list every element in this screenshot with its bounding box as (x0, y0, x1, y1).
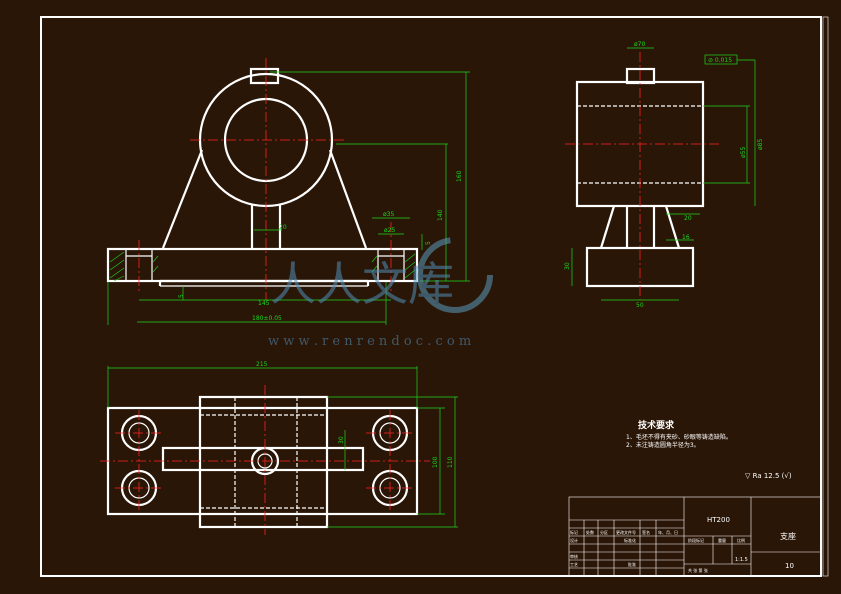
dim-small-5: 5 (178, 294, 185, 298)
material: HT200 (707, 516, 730, 524)
dim-boss-35: ø35 (383, 211, 394, 218)
stage-mark-label: 阶段标记 (688, 537, 704, 543)
tech-title: 技术要求 (638, 419, 675, 431)
top-center-body (198, 395, 329, 529)
scale: 1:1.5 (735, 557, 748, 563)
section-hatch-left (109, 251, 159, 282)
title-block: HT200 支座 1:1.5 10 标记 处数 分区 更改文件号 签名 年、月、… (568, 496, 822, 577)
dim-right-5: 5 (425, 241, 432, 245)
dim-85: ø85 (757, 139, 764, 150)
dim-base-30: 30 (564, 262, 571, 270)
drawing-border (40, 16, 822, 577)
dim-180: 180±0.05 (252, 315, 282, 322)
hdr-date: 年、月、日 (658, 529, 678, 535)
side-view: ø70 ⊘ 0.015 ø55 ø85 20 16 30 50 (564, 41, 764, 309)
frame-edge (822, 16, 829, 577)
dim-hole-25: ø25 (384, 227, 395, 234)
watermark-url: w w w . r e n r e n d o c . c o m (268, 334, 471, 349)
hdr-sign: 签名 (642, 529, 650, 535)
drawing-number: 10 (785, 562, 794, 570)
watermark: 人人文库 w w w . r e n r e n d o c . c o m (268, 237, 493, 349)
hdr-count: 处数 (586, 529, 594, 535)
dim-145: 145 (258, 300, 270, 307)
weight-label: 重量 (718, 537, 726, 543)
tech-line-2: 2、未注铸造圆角半径为3。 (626, 441, 700, 449)
top-view: 215 100 110 30 (100, 361, 458, 535)
hdr-zone: 分区 (600, 529, 608, 535)
section-hatch-right (371, 253, 416, 279)
sheets-label: 共 张 第 张 (688, 567, 708, 573)
tech-requirements: 技术要求 1、毛坯不得有夹砂、砂眼等铸造缺陷。 2、未注铸造圆角半径为3。 ▽ … (626, 419, 792, 480)
top-web-slot (161, 446, 365, 472)
roughness-symbol: ▽ Ra 12.5 (√) (745, 472, 792, 480)
dim-70: ø70 (634, 41, 645, 48)
dim-100: 100 (432, 456, 439, 468)
dim-140: 140 (437, 209, 444, 221)
dim-rib-20: 20 (684, 215, 692, 222)
dim-160: 160 (456, 170, 463, 182)
watermark-logo: 人人文库 (270, 257, 454, 311)
dim-215: 215 (256, 361, 268, 368)
dim-55: ø55 (740, 147, 747, 158)
tolerance-frame: ⊘ 0.015 (708, 57, 732, 64)
front-view: 160 140 20 ø35 ø25 5 5 145 180±0.05 (106, 58, 470, 325)
standardize-label: 标准化 (624, 537, 636, 543)
bolt-holes (120, 414, 409, 507)
dim-rib-16: 16 (682, 234, 690, 241)
hdr-file: 更改文件号 (616, 529, 636, 535)
dim-web-20: 20 (279, 224, 287, 231)
dim-web-30: 30 (338, 436, 345, 444)
design-label: 设计 (570, 537, 578, 543)
part-name: 支座 (780, 531, 796, 541)
tech-line-1: 1、毛坯不得有夹砂、砂眼等铸造缺陷。 (626, 433, 732, 441)
ratio-label: 比例 (737, 537, 745, 543)
dim-110: 110 (447, 456, 454, 468)
check-label: 审核 (570, 553, 578, 559)
approve-label: 批准 (628, 561, 636, 567)
dim-base-50: 50 (636, 302, 644, 309)
process-label: 工艺 (570, 562, 578, 567)
hdr-mark: 标记 (570, 529, 578, 535)
